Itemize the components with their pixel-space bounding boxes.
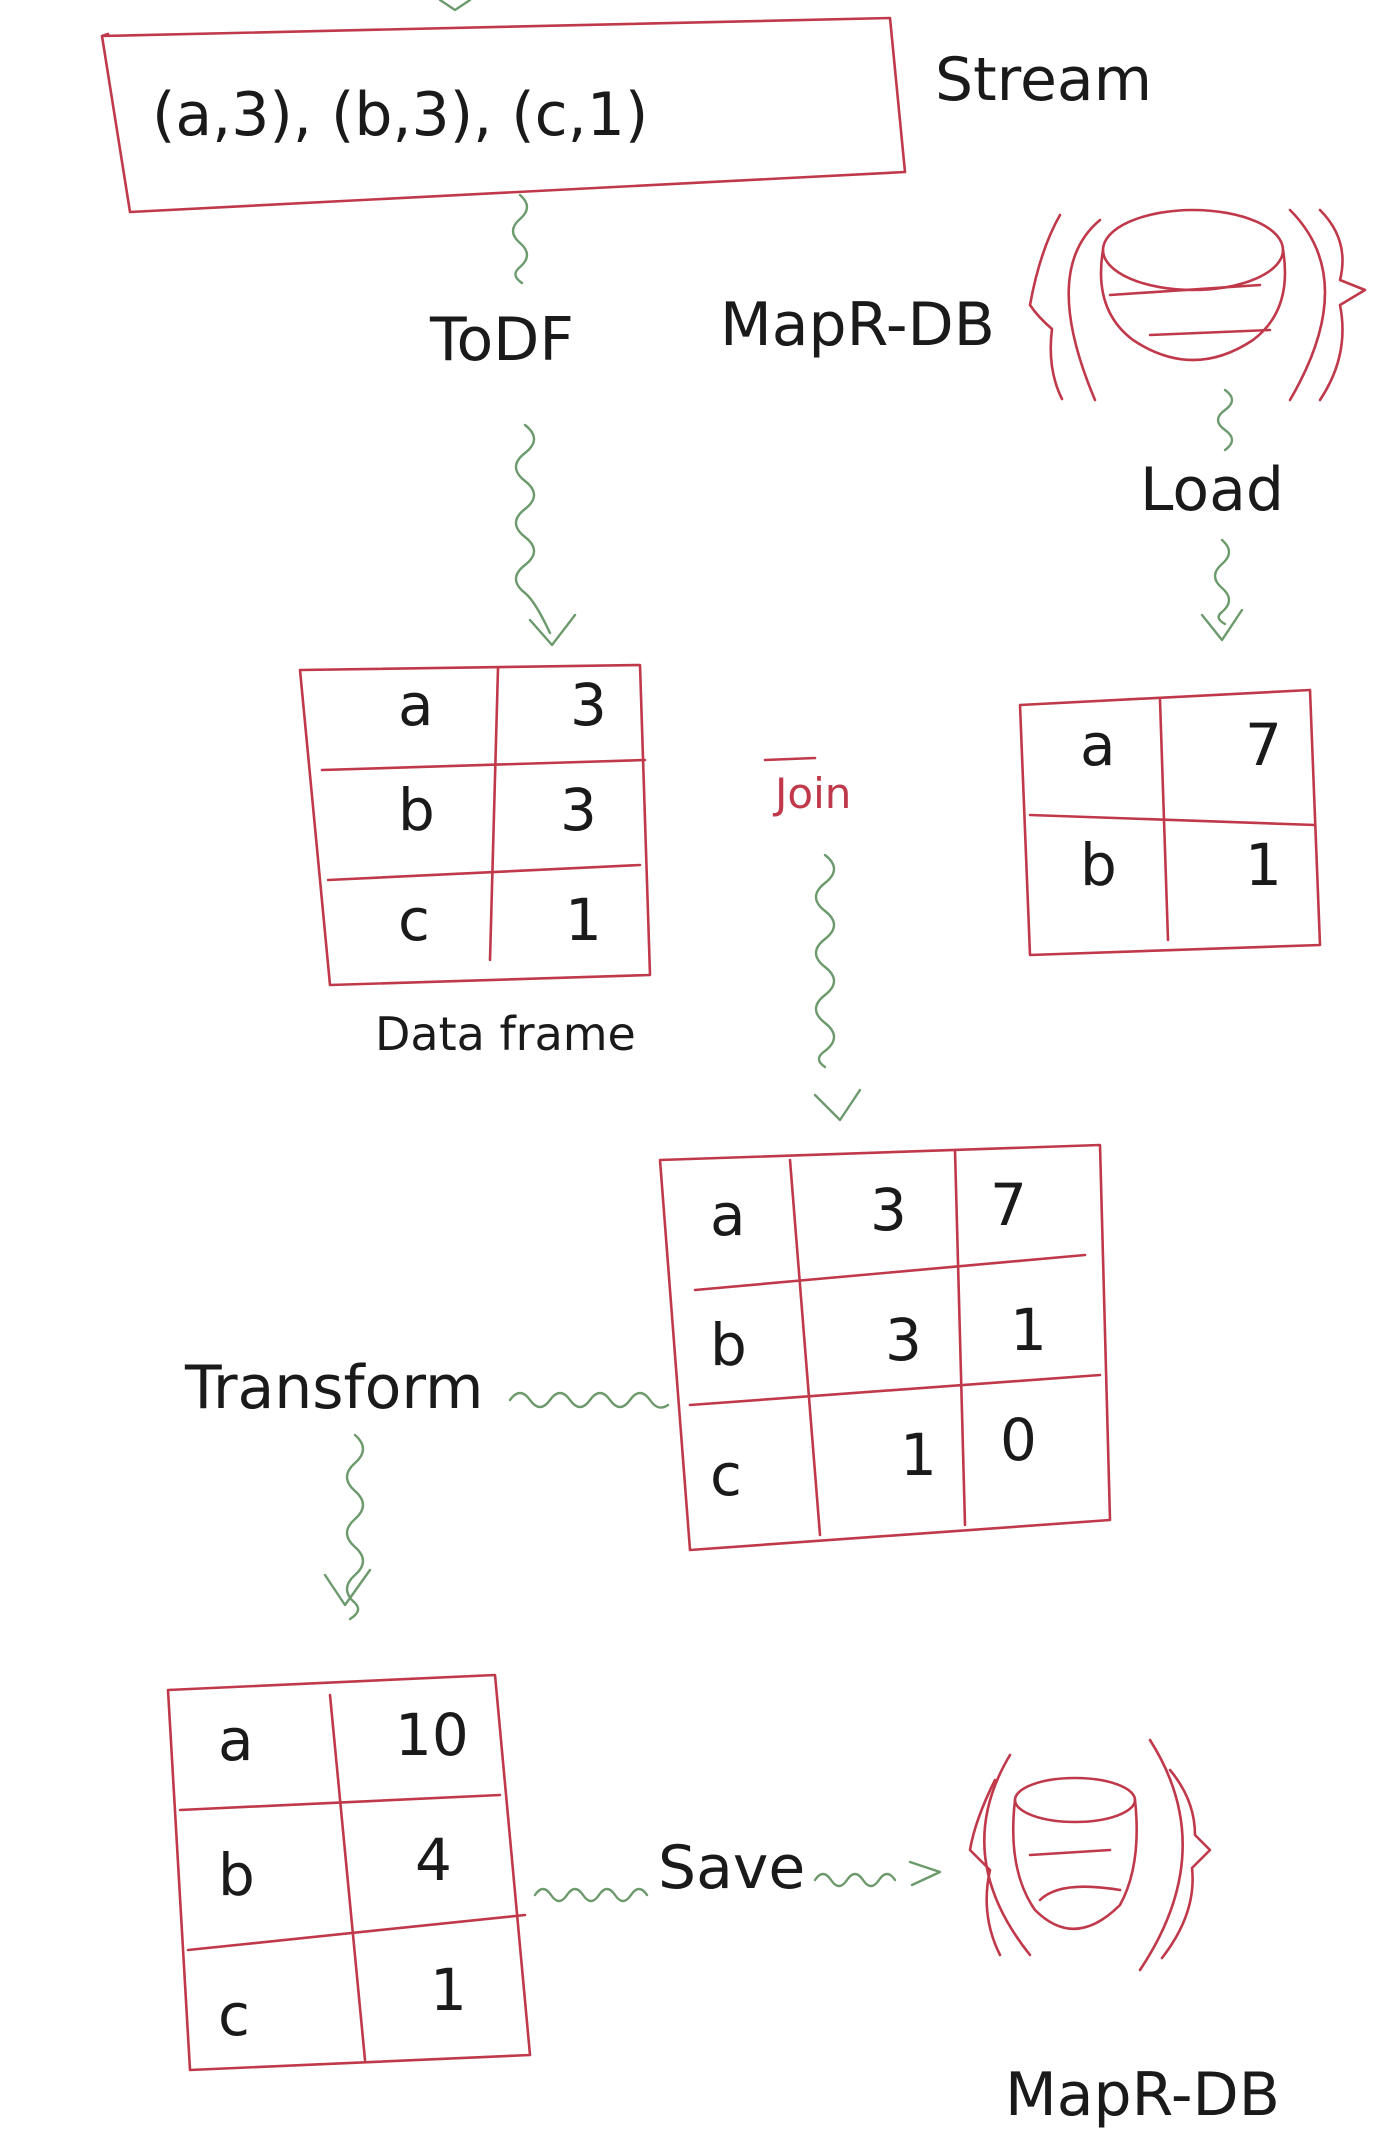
save-arrow-right xyxy=(813,1860,942,1888)
transform-arrow-in xyxy=(508,1391,670,1409)
df-cell-r3c1: c xyxy=(398,886,430,954)
loaded-cell-r2c1: b xyxy=(1080,831,1117,899)
df-cell-r3c2: 1 xyxy=(565,886,602,954)
transformed-table xyxy=(166,1673,532,2072)
joined-cell-r2c2: 3 xyxy=(885,1306,922,1374)
joined-cell-r2c3: 1 xyxy=(1010,1296,1047,1364)
join-label: Join xyxy=(772,769,851,818)
dataframe-table xyxy=(298,663,652,987)
load-arrow-bottom xyxy=(1200,538,1244,642)
transform-arrow-down xyxy=(323,1433,372,1621)
joined-cell-r3c3: 0 xyxy=(1000,1406,1037,1474)
joined-cell-r1c3: 7 xyxy=(990,1171,1027,1239)
transformed-cell-r1c2: 10 xyxy=(395,1701,469,1769)
df-cell-r1c1: a xyxy=(398,671,434,739)
save-arrow-left xyxy=(533,1887,649,1903)
stream-text: (a,3), (b,3), (c,1) xyxy=(152,80,648,150)
save-label: Save xyxy=(658,1833,805,1903)
dataframe-label: Data frame xyxy=(375,1007,636,1061)
transformed-cell-r3c2: 1 xyxy=(430,1956,467,2024)
joined-table xyxy=(658,1143,1112,1552)
join-underline xyxy=(763,756,817,762)
loaded-cell-r1c2: 7 xyxy=(1245,711,1282,779)
target-database-icon xyxy=(968,1738,1212,1972)
stream-box xyxy=(100,16,907,214)
source-db-label: MapR-DB xyxy=(720,290,995,360)
load-label: Load xyxy=(1140,455,1284,525)
source-database-icon xyxy=(1028,208,1367,402)
joined-cell-r3c1: c xyxy=(710,1441,742,1509)
todf-arrow-top xyxy=(511,193,529,285)
todf-arrow-bottom xyxy=(514,423,577,647)
joined-cell-r3c2: 1 xyxy=(900,1421,937,1489)
df-cell-r2c1: b xyxy=(398,776,435,844)
df-cell-r1c2: 3 xyxy=(570,671,607,739)
loaded-cell-r1c1: a xyxy=(1080,711,1116,779)
todf-label: ToDF xyxy=(429,305,574,375)
joined-cell-r1c2: 3 xyxy=(870,1176,907,1244)
stream-label: Stream xyxy=(935,45,1152,115)
incoming-arrow xyxy=(438,0,472,12)
joined-cell-r1c1: a xyxy=(710,1181,746,1249)
join-arrow xyxy=(813,853,862,1122)
loaded-table xyxy=(1018,688,1322,957)
transformed-cell-r2c1: b xyxy=(218,1841,255,1909)
target-db-label: MapR-DB xyxy=(1005,2060,1280,2130)
transformed-cell-r3c1: c xyxy=(218,1981,250,2049)
load-arrow-top xyxy=(1216,388,1234,452)
transformed-cell-r1c1: a xyxy=(218,1706,254,1774)
df-cell-r2c2: 3 xyxy=(560,776,597,844)
transform-label: Transform xyxy=(184,1353,483,1423)
transformed-cell-r2c2: 4 xyxy=(415,1826,452,1894)
joined-cell-r2c1: b xyxy=(710,1311,747,1379)
loaded-cell-r2c2: 1 xyxy=(1245,831,1282,899)
